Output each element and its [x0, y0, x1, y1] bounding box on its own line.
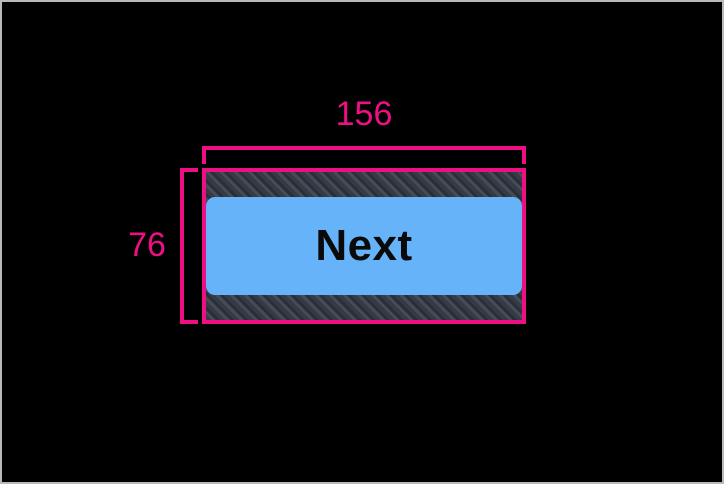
height-bracket-tick-top: [180, 168, 198, 172]
height-dimension-bracket: [180, 168, 198, 324]
height-bracket-tick-bottom: [180, 320, 198, 324]
width-bracket-tick-left: [202, 146, 206, 164]
next-button[interactable]: Next: [206, 197, 522, 295]
measured-element-highlight[interactable]: Next: [202, 168, 526, 324]
height-bracket-bar: [180, 168, 184, 324]
next-button-label: Next: [315, 221, 413, 270]
width-dimension-bracket: [202, 146, 526, 164]
width-bracket-bar: [202, 146, 526, 150]
width-bracket-tick-right: [522, 146, 526, 164]
width-dimension-label: 156: [335, 95, 393, 133]
height-dimension-label: 76: [128, 226, 166, 264]
